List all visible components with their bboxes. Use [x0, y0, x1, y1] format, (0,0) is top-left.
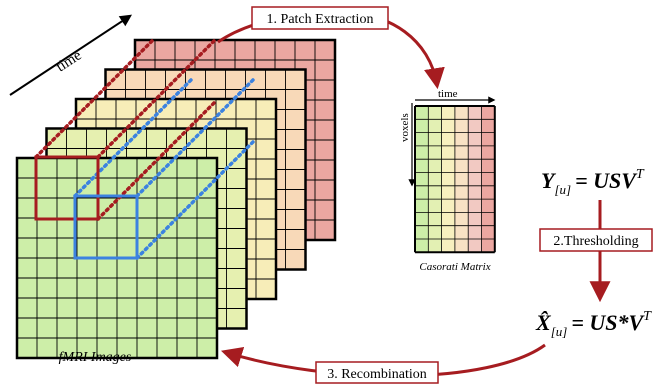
- fmri-images-label: fMRI Images: [59, 350, 132, 365]
- blue-patch: [73, 194, 139, 260]
- casorati-time-label: time: [438, 88, 458, 100]
- casorati-column-1: [415, 106, 429, 253]
- time-axis-label: time: [53, 47, 84, 75]
- casorati-voxels-label: voxels: [399, 113, 411, 142]
- trajectory-line-1: [34, 37, 156, 159]
- svd-equation: Y[u]= USVT: [541, 167, 645, 197]
- trajectory-line-4: [73, 76, 195, 198]
- casorati-column-5: [468, 106, 482, 253]
- casorati-column-4: [454, 106, 469, 253]
- patch-extraction-box[interactable]: [251, 6, 389, 30]
- casorati-column-2: [428, 106, 442, 253]
- red-patch: [34, 155, 100, 221]
- time-axis-arrow: [9, 14, 133, 96]
- recon-equation: X̂[u]= US*VT: [535, 309, 652, 339]
- casorati-column-3: [441, 106, 455, 253]
- patch-trajectories: [34, 37, 257, 260]
- trajectory-line-2: [96, 99, 218, 221]
- thresholding-box[interactable]: [539, 228, 653, 252]
- thresholding-label: 2.Thresholding: [553, 234, 638, 249]
- fmri-frame-stack: [15, 38, 337, 360]
- casorati-column-6: [481, 106, 495, 253]
- patch-extraction-label: 1. Patch Extraction: [267, 12, 374, 27]
- recombination-box[interactable]: [315, 361, 439, 384]
- trajectory-line-5: [135, 138, 257, 260]
- casorati-matrix-label: Casorati Matrix: [419, 261, 490, 273]
- recombination-label: 3. Recombination: [327, 367, 427, 382]
- trajectory-line-6: [135, 76, 257, 198]
- casorati-matrix: [414, 105, 496, 254]
- trajectory-line-3: [96, 37, 218, 159]
